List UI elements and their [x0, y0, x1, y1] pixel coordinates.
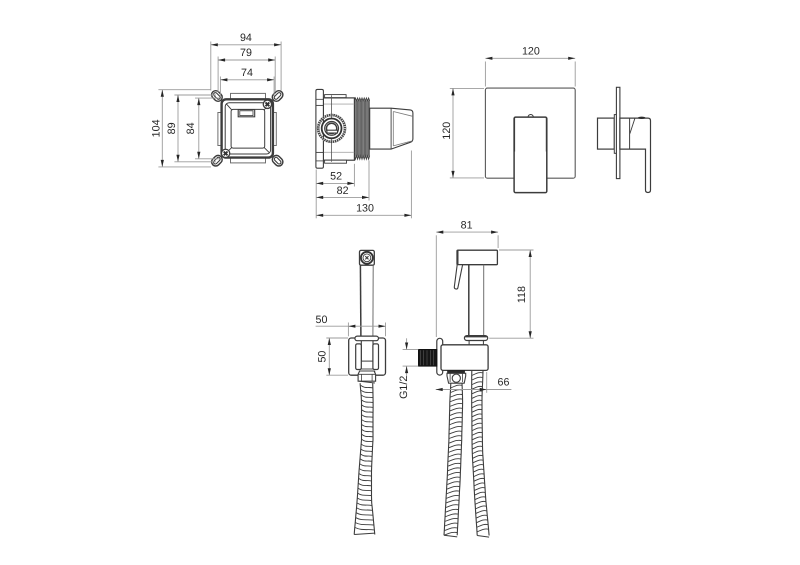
svg-text:50: 50	[317, 351, 329, 363]
svg-text:66: 66	[498, 377, 510, 389]
svg-text:120: 120	[441, 122, 453, 140]
svg-text:74: 74	[241, 67, 253, 79]
svg-text:81: 81	[461, 220, 473, 232]
svg-text:G1/2: G1/2	[398, 376, 410, 399]
svg-text:130: 130	[356, 202, 374, 214]
svg-text:82: 82	[337, 185, 349, 197]
svg-text:50: 50	[316, 314, 328, 326]
svg-text:79: 79	[240, 47, 252, 59]
svg-text:104: 104	[150, 119, 162, 137]
svg-text:52: 52	[330, 171, 342, 183]
svg-text:94: 94	[240, 32, 252, 44]
svg-text:120: 120	[522, 45, 540, 57]
svg-text:84: 84	[185, 122, 197, 134]
svg-text:118: 118	[516, 286, 528, 303]
svg-text:89: 89	[166, 122, 178, 134]
